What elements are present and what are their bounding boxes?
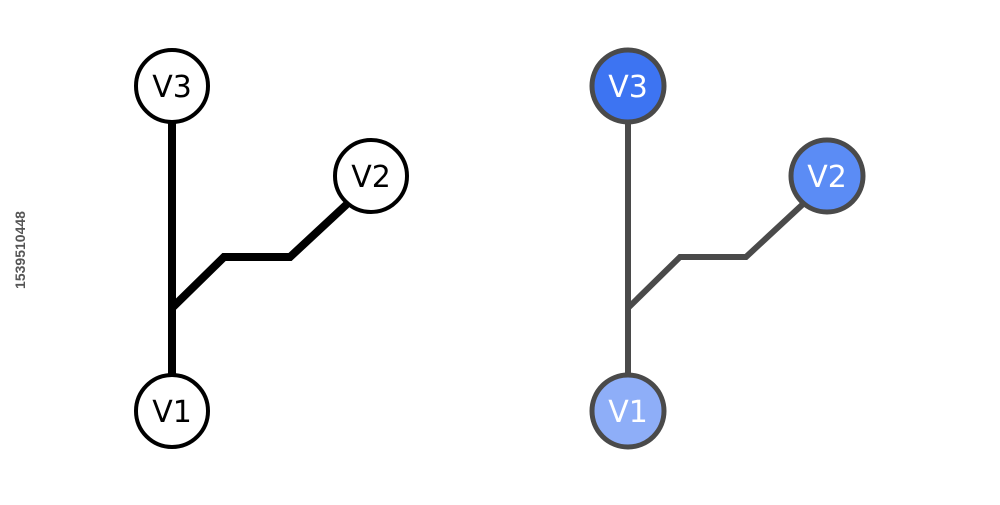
node-circle — [788, 137, 866, 215]
node-v3: V3 — [589, 47, 667, 125]
node-v3: V3 — [134, 48, 210, 124]
node-circle — [589, 372, 667, 450]
node-v2: V2 — [788, 137, 866, 215]
node-label: V3 — [608, 70, 648, 105]
node-label: V2 — [351, 160, 391, 195]
node-label: V3 — [152, 70, 192, 105]
stock-image-id: 1539510448 — [12, 211, 28, 289]
stock-image-id-text: 1539510448 — [12, 211, 28, 289]
node-v1: V1 — [589, 372, 667, 450]
branch-line — [168, 201, 350, 312]
node-circle — [333, 138, 409, 214]
node-circle — [134, 373, 210, 449]
node-circle — [589, 47, 667, 125]
node-circle — [134, 48, 210, 124]
node-label: V1 — [608, 395, 648, 430]
node-label: V2 — [807, 160, 847, 195]
node-v1: V1 — [134, 373, 210, 449]
node-v2: V2 — [333, 138, 409, 214]
branch-line — [625, 202, 805, 311]
node-label: V1 — [152, 395, 192, 430]
